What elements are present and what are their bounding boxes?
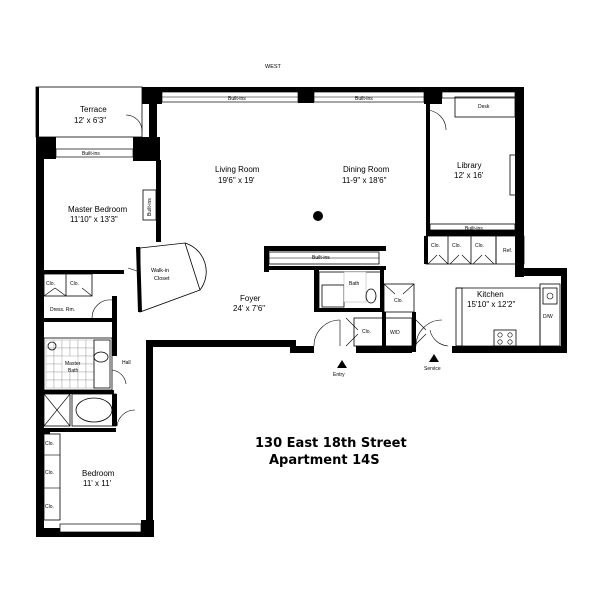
dressing-room-label: Dress. Rm. [50, 307, 75, 313]
master-bath-line2: Bath [68, 368, 79, 374]
closet-label-10: Clo. [362, 329, 371, 335]
hall-bath: Hall [43, 360, 136, 427]
builtins-label-master-side: Built-ins [147, 198, 153, 216]
powder-bath-label: Bath [349, 281, 360, 287]
builtins-label-library-side: Built-ins [515, 170, 521, 188]
terrace-name: Terrace [80, 105, 107, 114]
kitchen-name: Kitchen [477, 290, 504, 299]
dw-label: D/W [543, 314, 553, 320]
bedroom-dims: 11' x 11' [83, 479, 112, 488]
entry-label: Entry [333, 372, 345, 378]
kitchen-dims: 15'10" x 12'2" [467, 300, 515, 309]
walk-in-closet: Walk-in Closet [127, 242, 207, 313]
service-label: Service [424, 366, 441, 372]
closet-label-6: Clo. [45, 441, 54, 447]
address-line2: Apartment 14S [269, 453, 380, 468]
closet-label-7: Clo. [45, 470, 54, 476]
master-bath-line1: Master [65, 361, 81, 367]
living-room-dims: 19'6" x 19' [218, 176, 255, 185]
library-dims: 12' x 16' [454, 171, 484, 180]
bath-tiles [45, 339, 95, 389]
foyer-area: Built-ins Foyer 24' x 7'6" Bath Clo. Clo… [233, 246, 449, 352]
builtins-label-living: Built-ins [228, 96, 246, 102]
closet-label-1: Clo. [431, 243, 440, 249]
library-closets: Clo. Clo. Clo. Ref. [424, 235, 525, 265]
foyer-name: Foyer [240, 294, 261, 303]
master-bedroom: Built-ins Built-ins Master Bedroom 11'10… [44, 148, 161, 274]
entry-markers: Entry Service [333, 354, 441, 378]
master-bedroom-name: Master Bedroom [68, 205, 127, 214]
builtins-label-dining: Built-ins [355, 96, 373, 102]
wd-label: W/D [390, 330, 400, 336]
bedroom: Clo. Clo. Clo. Bedroom 11' x 11' [43, 433, 142, 533]
walkin-line1: Walk-in [151, 268, 169, 274]
dining-room-dims: 11-9" x 18'6" [342, 176, 387, 185]
desk-label: Desk [478, 104, 490, 110]
closet-label-9: Clo. [394, 298, 403, 304]
column-dot [313, 211, 323, 221]
kitchen: D/W Kitchen 15'10" x 12'2" [455, 283, 561, 347]
dining-room-name: Dining Room [343, 165, 390, 174]
hall-label: Hall [122, 360, 131, 366]
foyer-dims: 24' x 7'6" [233, 304, 265, 313]
living-room-name: Living Room [215, 165, 260, 174]
entry-arrow-icon [337, 360, 347, 368]
top-windows: Built-ins Built-ins [161, 91, 516, 103]
closet-label-4: Clo. [46, 281, 55, 287]
library: Desk Built-ins Built-ins Library 12' x 1… [425, 96, 524, 236]
builtins-label-master: Built-ins [82, 151, 100, 157]
closet-label-5: Clo. [70, 281, 79, 287]
compass-label: WEST [265, 64, 282, 70]
master-bath: Master Bath [43, 337, 127, 394]
service-arrow-icon [429, 354, 439, 362]
dressing-room: Clo. Clo. Dress. Rm. [43, 273, 117, 356]
terrace-dims: 12' x 6'3" [74, 116, 106, 125]
walkin-line2: Closet [154, 276, 170, 282]
closet-label-3: Clo. [475, 243, 484, 249]
closet-label-8: Clo. [45, 504, 54, 510]
ref-label: Ref. [503, 248, 512, 254]
closet-label-2: Clo. [452, 243, 461, 249]
library-name: Library [457, 161, 481, 170]
builtins-label-library: Built-ins [465, 226, 483, 232]
living-dining: Living Room 19'6" x 19' Dining Room 11-9… [215, 165, 390, 221]
address-line1: 130 East 18th Street [255, 436, 407, 451]
master-bedroom-dims: 11'10" x 13'3" [70, 215, 118, 224]
bedroom-name: Bedroom [82, 469, 115, 478]
builtins-label-foyer: Built-ins [312, 255, 330, 261]
terrace: Terrace 12' x 6'3" [35, 86, 143, 138]
